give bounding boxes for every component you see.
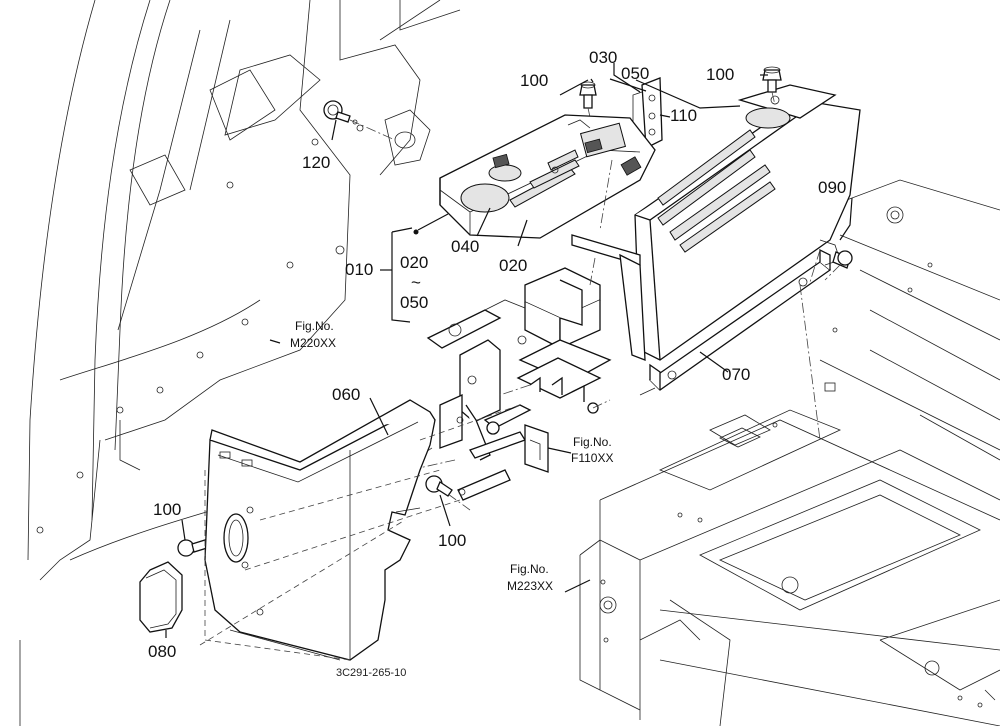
- bolt-100-top: [579, 81, 597, 141]
- part-080-grommet: [139, 561, 183, 633]
- label-050-range: 050: [400, 293, 428, 312]
- label-050-top: 050: [621, 64, 649, 83]
- drawing-code: 3C291-265-10: [336, 667, 406, 679]
- bolt-100-right: [762, 66, 782, 106]
- part-labels: 100 030 050 100 110 120 090 010 020 ~ 05…: [148, 48, 846, 661]
- label-090: 090: [818, 178, 846, 197]
- label-010: 010: [345, 260, 373, 279]
- ref-f110-code: F110XX: [571, 451, 613, 465]
- label-120: 120: [302, 153, 330, 172]
- ref-f110-title: Fig.No.: [573, 435, 612, 449]
- part-010-panel: [439, 114, 656, 239]
- label-080: 080: [148, 642, 176, 661]
- ref-m223-code: M223XX: [507, 579, 553, 593]
- cab-fender-outline: [19, 0, 461, 726]
- leader-lines: [165, 63, 853, 661]
- label-040: 040: [451, 237, 479, 256]
- label-070: 070: [722, 365, 750, 384]
- label-020-range: 020: [400, 253, 428, 272]
- label-100-mid: 100: [438, 531, 466, 550]
- label-030: 030: [589, 48, 617, 67]
- label-100-right: 100: [706, 65, 734, 84]
- part-console-cover: [634, 84, 861, 361]
- ref-m220-code: M220XX: [290, 336, 336, 350]
- figure-references: Fig.No. M220XX Fig.No. F110XX Fig.No. M2…: [290, 319, 613, 593]
- bolt-100-mid: [425, 475, 471, 511]
- part-070-bracket: [639, 248, 832, 396]
- lever-mechanism: [409, 159, 646, 501]
- part-060-side-cover: [204, 399, 436, 661]
- bolt-120: [323, 100, 396, 141]
- ref-m223-title: Fig.No.: [510, 562, 549, 576]
- label-tilde: ~: [411, 273, 421, 292]
- label-020: 020: [499, 256, 527, 275]
- label-100-left: 100: [153, 500, 181, 519]
- label-110: 110: [670, 106, 697, 125]
- label-100-top: 100: [520, 71, 548, 90]
- ref-m220-title: Fig.No.: [295, 319, 334, 333]
- floor-frame-outline: [579, 179, 1000, 726]
- label-060: 060: [332, 385, 360, 404]
- bolt-090: [824, 250, 853, 281]
